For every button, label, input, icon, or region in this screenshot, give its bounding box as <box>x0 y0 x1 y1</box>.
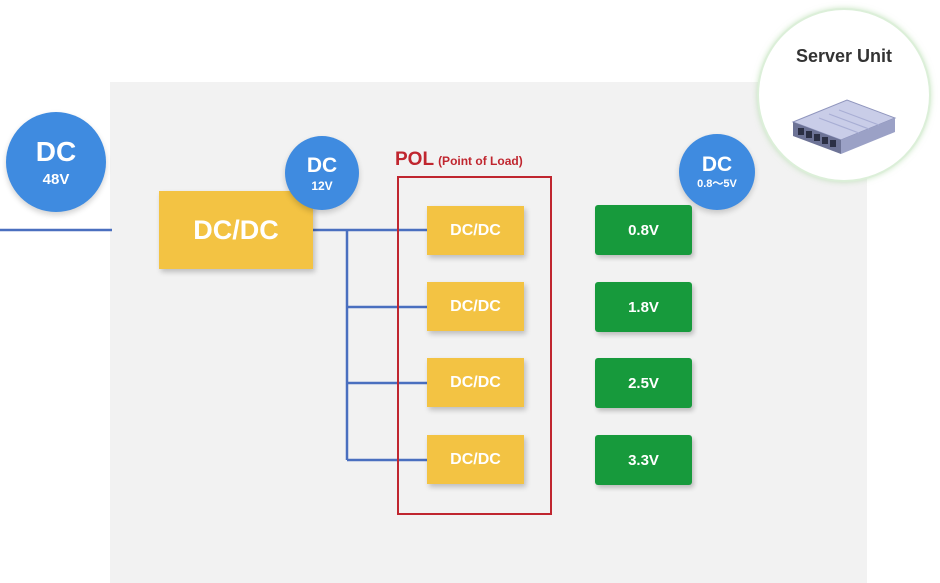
server-unit-badge: Server Unit <box>757 8 931 182</box>
server-rack-icon <box>791 99 897 154</box>
pol-title-main: POL <box>395 149 435 170</box>
server-unit-label: Server Unit <box>795 46 893 66</box>
output-voltage-box: 1.8V <box>595 282 692 332</box>
input-dc-circle: DC 48V <box>6 112 106 212</box>
input-dc-title: DC <box>35 135 77 167</box>
output-dc-voltage: 0.8～5V <box>697 178 737 190</box>
output-dc-title: DC <box>701 153 733 176</box>
output-voltage-box: 2.5V <box>595 358 692 408</box>
output-dc-circle: DC 0.8～5V <box>679 134 755 210</box>
pol-dcdc-converter: DC/DC <box>427 435 524 484</box>
input-dc-voltage: 48V <box>42 170 70 188</box>
pol-title-sub: (Point of Load) <box>438 154 523 168</box>
pol-dcdc-converter: DC/DC <box>427 282 524 331</box>
pol-title: POL(Point of Load) <box>395 149 523 171</box>
pol-group-border <box>397 176 552 515</box>
bus-dc-circle: DC 12V <box>285 136 359 210</box>
pol-dcdc-converter: DC/DC <box>427 358 524 407</box>
output-voltage-box: 3.3V <box>595 435 692 485</box>
bus-dc-voltage: 12V <box>311 178 333 193</box>
output-voltage-box: 0.8V <box>595 205 692 255</box>
bus-dc-title: DC <box>306 153 338 177</box>
pol-dcdc-converter: DC/DC <box>427 206 524 255</box>
main-dcdc-converter: DC/DC <box>159 191 313 269</box>
